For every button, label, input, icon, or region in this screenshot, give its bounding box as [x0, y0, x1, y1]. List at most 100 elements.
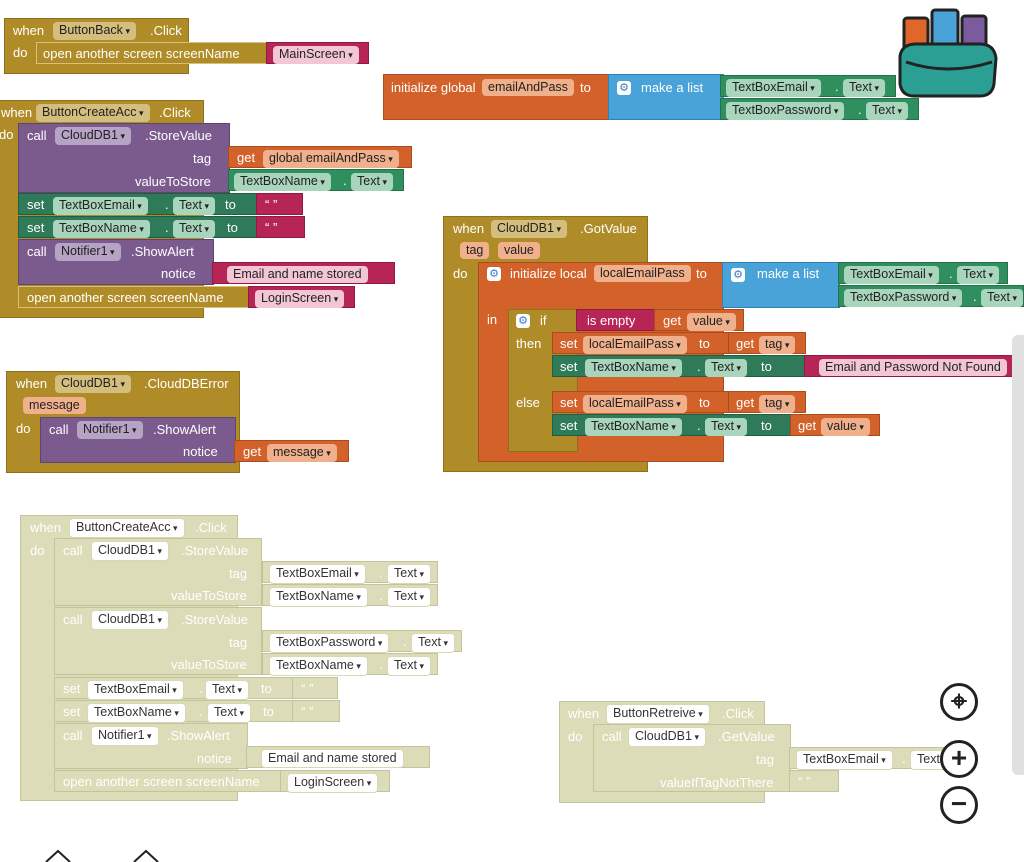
variable-dropdown[interactable]: global emailAndPass — [263, 150, 399, 168]
property-dropdown[interactable]: Text — [207, 703, 251, 723]
disabled-screen-name-text[interactable]: LoginScreen — [280, 770, 390, 793]
variable-dropdown[interactable]: tag — [759, 395, 796, 413]
init-global-block[interactable]: initialize global emailAndPass to — [383, 74, 609, 120]
component-dropdown[interactable]: Notifier1 — [55, 243, 121, 261]
property-dropdown[interactable]: Text — [387, 587, 431, 607]
workspace-scrollbar[interactable] — [1012, 335, 1024, 775]
local-name-field[interactable]: localEmailPass — [594, 265, 691, 282]
component-dropdown[interactable]: TextBoxPassword — [844, 289, 963, 307]
component-dropdown[interactable]: TextBoxEmail — [87, 680, 184, 700]
property-dropdown[interactable]: Text — [866, 102, 908, 120]
gear-icon[interactable]: ⚙ — [731, 268, 745, 282]
component-dropdown[interactable]: ButtonCreateAcc — [69, 518, 185, 538]
gear-icon[interactable]: ⚙ — [516, 314, 530, 328]
call-showalert-block[interactable]: call Notifier1 .ShowAlert notice — [40, 417, 236, 463]
component-dropdown[interactable]: TextBoxEmail — [726, 79, 821, 97]
center-workspace-icon[interactable]: ⌖ — [940, 683, 978, 721]
disabled-textboxname-getter[interactable]: TextBoxName . Text — [262, 584, 438, 607]
component-dropdown[interactable]: TextBoxEmail — [53, 197, 148, 215]
disabled-textboxemail-getter[interactable]: TextBoxEmail . Text — [262, 561, 438, 584]
not-found-text-field[interactable]: Email and Password Not Found — [819, 359, 1007, 376]
variable-dropdown[interactable]: value — [687, 313, 736, 331]
component-dropdown[interactable]: CloudDB1 — [91, 610, 170, 630]
component-dropdown[interactable]: CloudDB1 — [628, 727, 707, 747]
make-list-block[interactable]: ⚙ make a list — [608, 74, 724, 120]
property-dropdown[interactable]: Text — [957, 266, 999, 284]
set-textboxemail-block[interactable]: set TextBoxEmail . Text to — [18, 193, 258, 215]
component-dropdown[interactable]: Notifier1 — [91, 726, 159, 746]
property-dropdown[interactable]: Text — [173, 220, 215, 238]
component-dropdown[interactable]: TextBoxName — [234, 173, 331, 191]
disabled-getvalue-block[interactable]: call CloudDB1 .GetValue tag valueIfTagNo… — [593, 724, 791, 792]
component-dropdown[interactable]: Notifier1 — [77, 421, 143, 439]
not-found-text-block[interactable]: Email and Password Not Found — [804, 355, 1018, 377]
set-local-block[interactable]: set localEmailPass to — [552, 332, 730, 354]
component-dropdown[interactable]: TextBoxName — [585, 418, 682, 436]
param-tag[interactable]: tag — [460, 242, 490, 259]
property-dropdown[interactable]: Text — [981, 289, 1023, 307]
get-tag-block[interactable]: get tag — [728, 391, 806, 413]
empty-text-block[interactable]: “ ” — [256, 216, 305, 238]
component-dropdown[interactable]: TextBoxEmail — [844, 266, 939, 284]
disabled-storevalue-block[interactable]: call CloudDB1 .StoreValue tag valueToSto… — [54, 538, 262, 606]
component-dropdown[interactable]: TextBoxName — [87, 703, 186, 723]
textbox-password-getter[interactable]: TextBoxPassword . Text — [838, 285, 1024, 307]
component-dropdown[interactable]: CloudDB1 — [91, 541, 170, 561]
component-dropdown[interactable]: CloudDB1 — [491, 220, 568, 238]
make-list-block[interactable]: ⚙ make a list — [722, 262, 840, 308]
notice-text-field[interactable]: Email and name stored — [261, 749, 404, 768]
disabled-textboxpassword-getter[interactable]: TextBoxPassword . Text — [262, 630, 462, 653]
screen-name-dropdown[interactable]: MainScreen — [273, 46, 359, 64]
get-tag-block[interactable]: get tag — [728, 332, 806, 354]
component-dropdown[interactable]: TextBoxName — [53, 220, 150, 238]
get-value-block[interactable]: get value — [654, 309, 744, 331]
component-dropdown[interactable]: ButtonRetreive — [606, 704, 710, 724]
variable-dropdown[interactable]: message — [267, 444, 337, 462]
set-local-block[interactable]: set localEmailPass to — [552, 391, 730, 413]
is-empty-block[interactable]: is empty — [576, 309, 656, 331]
get-global-block[interactable]: get global emailAndPass — [228, 146, 412, 168]
zoom-out-button[interactable]: − — [940, 786, 978, 824]
disabled-set-textboxname[interactable]: set TextBoxName . Text to — [54, 700, 294, 723]
variable-dropdown[interactable]: tag — [759, 336, 796, 354]
textbox-email-getter[interactable]: TextBoxEmail . Text — [720, 75, 896, 97]
component-dropdown[interactable]: TextBoxName — [269, 656, 368, 676]
get-message-block[interactable]: get message — [234, 440, 349, 462]
textboxname-getter[interactable]: TextBoxName . Text — [228, 169, 404, 191]
empty-string[interactable]: “ ” — [301, 704, 314, 719]
component-dropdown[interactable]: TextBoxName — [585, 359, 682, 377]
property-dropdown[interactable]: Text — [843, 79, 885, 97]
variable-dropdown[interactable]: localEmailPass — [583, 336, 687, 354]
open-screen-block[interactable]: open another screen screenName — [18, 286, 250, 308]
property-dropdown[interactable]: Text — [387, 656, 431, 676]
component-dropdown[interactable]: TextBoxName — [269, 587, 368, 607]
gear-icon[interactable]: ⚙ — [617, 81, 631, 95]
disabled-notice-text[interactable]: Email and name stored — [246, 746, 430, 768]
component-dropdown[interactable]: TextBoxEmail — [796, 750, 893, 770]
disabled-showalert-block[interactable]: call Notifier1 .ShowAlert notice — [54, 723, 248, 769]
empty-string[interactable]: “ ” — [265, 220, 278, 235]
property-dropdown[interactable]: Text — [387, 564, 431, 584]
disabled-empty-text[interactable]: “ ” — [292, 700, 340, 722]
property-dropdown[interactable]: Text — [705, 359, 747, 377]
component-dropdown[interactable]: TextBoxEmail — [269, 564, 366, 584]
get-value-block[interactable]: get value — [790, 414, 880, 436]
zoom-in-button[interactable]: + — [940, 740, 978, 778]
call-showalert-block[interactable]: call Notifier1 .ShowAlert notice — [18, 239, 214, 285]
param-value[interactable]: value — [498, 242, 540, 259]
call-storevalue-block[interactable]: call CloudDB1 .StoreValue tag valueToSto… — [18, 123, 230, 193]
component-dropdown[interactable]: TextBoxPassword — [269, 633, 390, 653]
property-dropdown[interactable]: Text — [351, 173, 393, 191]
set-textboxname-block[interactable]: set TextBoxName . Text to — [552, 414, 792, 436]
component-dropdown[interactable]: TextBoxPassword — [726, 102, 845, 120]
disabled-open-screen-block[interactable]: open another screen screenName — [54, 770, 282, 792]
disabled-storevalue-block[interactable]: call CloudDB1 .StoreValue tag valueToSto… — [54, 607, 262, 675]
disabled-textboxemail-getter[interactable]: TextBoxEmail . Text — [789, 747, 961, 770]
screen-name-dropdown[interactable]: LoginScreen — [255, 290, 345, 308]
notice-text-block[interactable]: Email and name stored — [212, 262, 395, 284]
variable-dropdown[interactable]: localEmailPass — [583, 395, 687, 413]
textbox-email-getter[interactable]: TextBoxEmail . Text — [838, 262, 1008, 284]
disabled-textboxname-getter[interactable]: TextBoxName . Text — [262, 653, 438, 676]
component-dropdown[interactable]: CloudDB1 — [55, 375, 132, 393]
disabled-set-textboxemail[interactable]: set TextBoxEmail . Text to — [54, 677, 294, 700]
